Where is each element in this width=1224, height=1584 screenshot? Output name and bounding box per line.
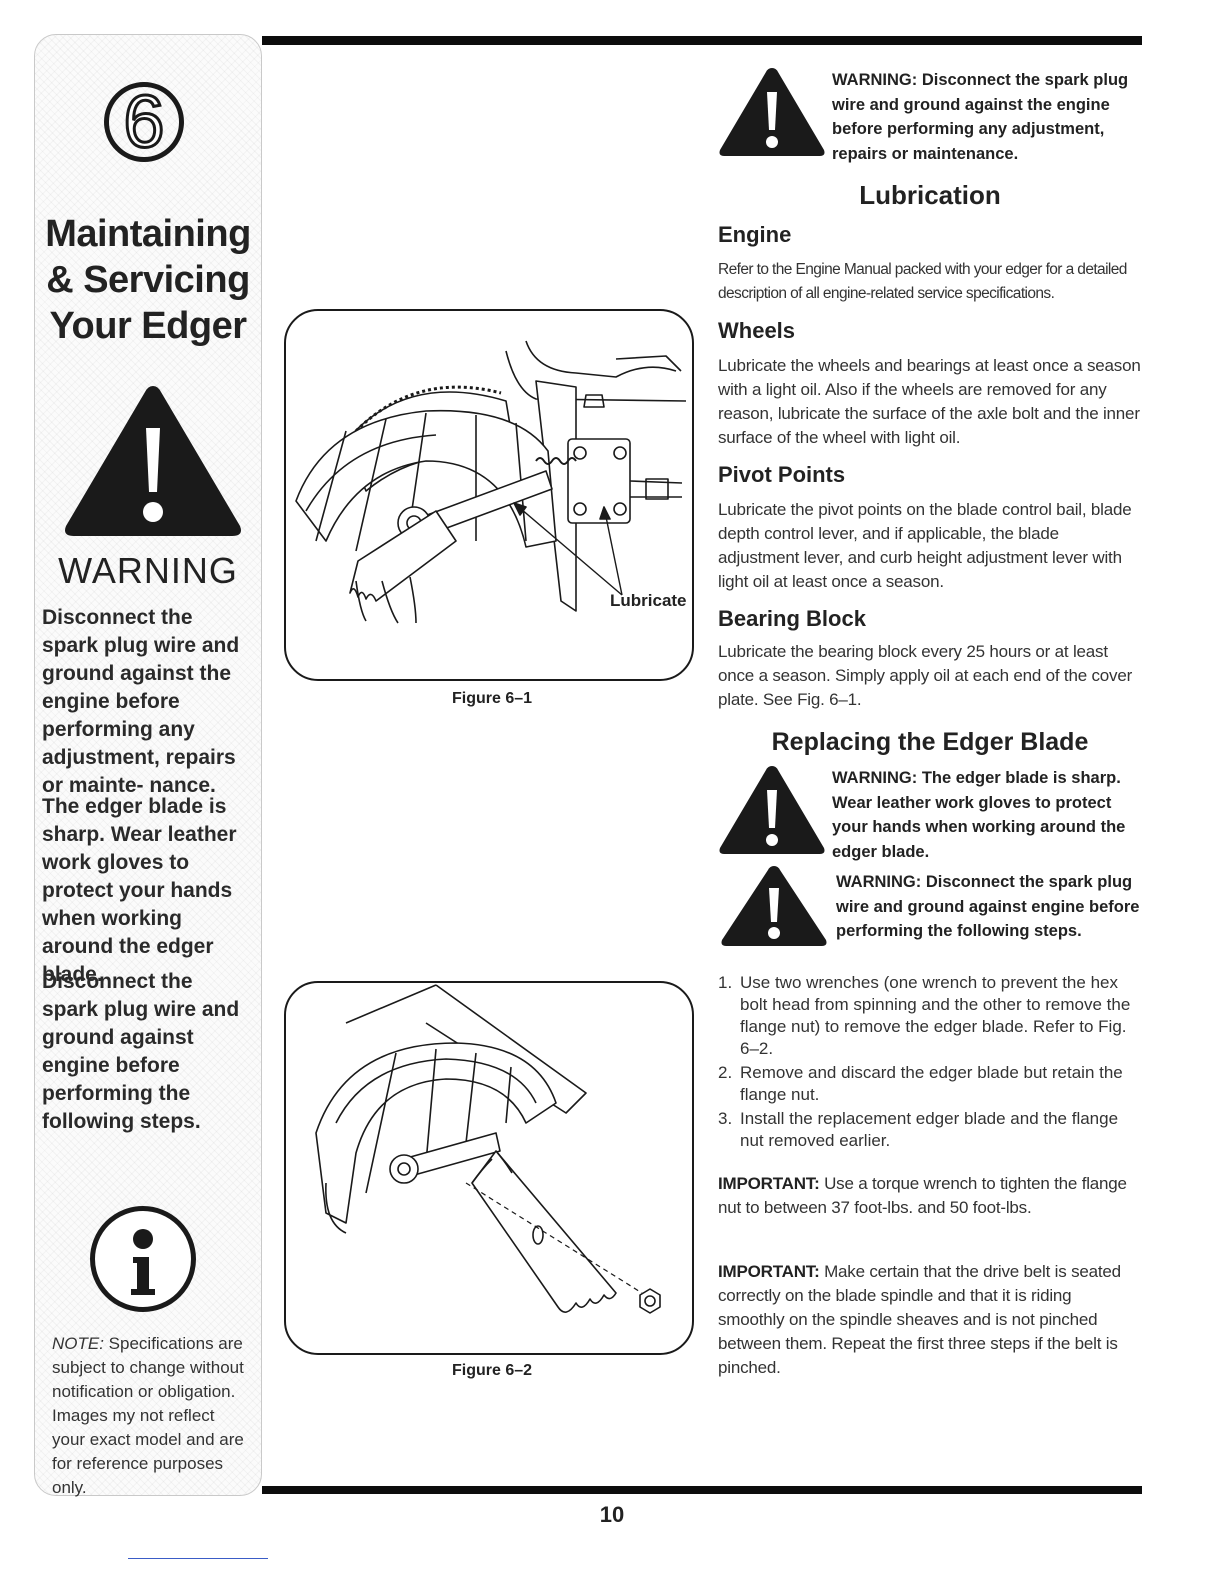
sidebar-warning-2: The edger blade is sharp. Wear leather w… <box>42 795 237 986</box>
step-number: 2. <box>718 1063 733 1082</box>
warning-triangle-icon <box>719 68 825 156</box>
wheels-heading: Wheels <box>718 318 796 343</box>
note-text: Specifications are subject to change wit… <box>52 1334 244 1497</box>
chapter-title-line-3: Your Edger <box>49 305 248 347</box>
engine-text: Refer to the Engine Manual packed with y… <box>718 261 1127 302</box>
step-number: 1. <box>718 973 733 992</box>
lubricate-callout: Lubricate <box>610 591 687 610</box>
chapter-number-badge: 6 <box>104 82 184 162</box>
important-label: IMPORTANT: <box>718 1262 820 1281</box>
sidebar-warning-heading: WARNING <box>58 550 238 591</box>
important-note-torque: IMPORTANT: Use a torque wrench to tighte… <box>718 1172 1142 1220</box>
page-number: 10 <box>599 1502 625 1527</box>
note-label: NOTE: <box>52 1334 104 1353</box>
step-text: Use two wrenches (one wrench to prevent … <box>740 973 1131 1058</box>
replacing-blade-heading: Replacing the Edger Blade <box>771 728 1089 756</box>
bearing-block-heading: Bearing Block <box>718 606 866 631</box>
figure-6-2-illustration <box>315 984 661 1314</box>
blade-replacement-steps: 1. Use two wrenches (one wrench to preven… <box>718 972 1142 1154</box>
sidebar-note: NOTE: Specifications are subject to chan… <box>52 1332 252 1500</box>
chapter-title-line-2: & Servicing <box>46 259 250 301</box>
bearing-block-text: Lubricate the bearing block every 25 hou… <box>718 642 1133 709</box>
pivot-points-heading: Pivot Points <box>718 462 846 487</box>
figure-6-1: Lubricate <box>284 309 694 681</box>
list-item: 1. Use two wrenches (one wrench to preven… <box>718 972 1142 1060</box>
top-rule <box>262 36 1142 45</box>
bottom-link-underline <box>128 1558 268 1559</box>
important-note-belt: IMPORTANT: Make certain that the drive b… <box>718 1260 1142 1380</box>
warning-triangle-icon <box>721 866 827 946</box>
list-item: 2. Remove and discard the edger blade but… <box>718 1062 1142 1106</box>
blade-sharp-warning-text: WARNING: The edger blade is sharp. Wear … <box>832 769 1126 861</box>
step-text: Remove and discard the edger blade but r… <box>740 1063 1123 1104</box>
figure-6-2 <box>284 981 694 1355</box>
step-number: 3. <box>718 1109 733 1128</box>
sidebar-warning-3: Disconnect the spark plug wire and groun… <box>42 970 240 1133</box>
figure-6-2-caption: Figure 6–2 <box>452 1362 533 1379</box>
warning-triangle-icon <box>65 386 241 536</box>
info-icon <box>90 1206 196 1312</box>
step-text: Install the replacement edger blade and … <box>740 1109 1119 1150</box>
lubrication-heading: Lubrication <box>859 180 1001 210</box>
engine-heading: Engine <box>718 222 792 247</box>
top-warning-text: WARNING: Disconnect the spark plug wire … <box>832 71 1129 163</box>
chapter-sidebar <box>34 34 262 1496</box>
chapter-number: 6 <box>122 80 166 163</box>
chapter-title-line-1: Maintaining <box>45 213 251 255</box>
sidebar-warning-1: Disconnect the spark plug wire and groun… <box>42 606 240 797</box>
wheels-text: Lubricate the wheels and bearings at lea… <box>718 356 1141 447</box>
important-torque-text: Use a torque wrench to tighten the flang… <box>718 1174 1127 1217</box>
figure-6-1-caption: Figure 6–1 <box>452 690 533 707</box>
important-label: IMPORTANT: <box>718 1174 820 1193</box>
bottom-rule <box>262 1486 1142 1494</box>
figure-6-1-illustration <box>295 340 687 624</box>
disconnect-warning-text: WARNING: Disconnect the spark plug wire … <box>836 873 1140 940</box>
warning-triangle-icon <box>719 766 825 854</box>
pivot-points-text: Lubricate the pivot points on the blade … <box>718 500 1132 591</box>
list-item: 3. Install the replacement edger blade an… <box>718 1108 1142 1152</box>
important-belt-text: Make certain that the drive belt is seat… <box>718 1262 1121 1377</box>
